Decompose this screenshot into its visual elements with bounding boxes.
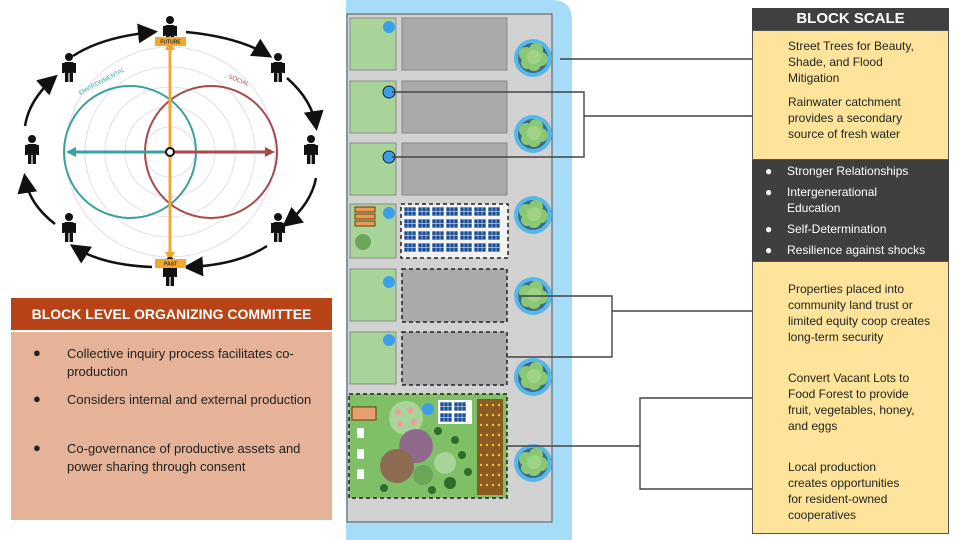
person-icon-west — [25, 135, 39, 164]
rain-barrel-icon — [383, 207, 395, 219]
street-tree-icon-1 — [514, 39, 552, 77]
committee-item-text: Co-governance of productive assets and p… — [67, 441, 301, 474]
committee-item-text: Considers internal and external producti… — [67, 392, 312, 407]
bullet: ● — [33, 345, 41, 360]
committee-title: BLOCK LEVEL ORGANIZING COMMITTEE — [11, 298, 332, 330]
rain-barrel-icon — [383, 276, 395, 288]
bullet: ● — [765, 243, 773, 257]
future-tag — [155, 37, 186, 46]
street-tree-icon-6 — [514, 444, 552, 482]
committee-body: ● Collective inquiry process facilitates… — [11, 332, 332, 520]
outcome-text: Self-Determination — [787, 222, 887, 236]
block-scale-title: BLOCK SCALE — [752, 8, 949, 30]
person-icon-east — [304, 135, 318, 164]
bullet: ● — [33, 391, 41, 406]
outcome-text: Stronger Relationships — [787, 164, 909, 178]
note-street-trees: Street Trees for Beauty, Shade, and Floo… — [788, 39, 914, 85]
block-plan — [346, 0, 572, 540]
person-icon-northwest — [62, 53, 76, 82]
bullet: ● — [765, 164, 773, 178]
past-label: PAST — [164, 262, 177, 268]
compass-diagram: ENVIRONMENTAL SOCIAL FUTURE — [17, 16, 324, 286]
connector-lines — [392, 58, 768, 490]
note-land-trust: Properties placed into community land tr… — [788, 282, 931, 344]
block-scale-top-box — [752, 30, 949, 160]
person-icon-northeast — [271, 53, 285, 82]
row-rain-3 — [349, 142, 508, 196]
person-icon-southeast — [271, 213, 285, 242]
row-land-trust-1 — [349, 268, 508, 323]
row-land-trust-2 — [349, 331, 508, 386]
cycle-arrows — [17, 23, 324, 277]
row-solar — [349, 203, 509, 259]
outcome-text: Intergenerational Education — [787, 185, 878, 215]
bullet: ● — [765, 185, 773, 199]
block-scale-bottom-box — [752, 261, 949, 534]
note-rainwater: Rainwater catchment provides a secondary… — [788, 95, 903, 141]
compass-center — [165, 147, 175, 157]
rain-barrel-icon — [383, 21, 395, 33]
street-tree-icon-5 — [514, 358, 552, 396]
block-scale-outcomes-box — [752, 160, 949, 261]
row-rain-2 — [349, 80, 508, 134]
street-tree-icon-2 — [514, 115, 552, 153]
note-food-forest: Convert Vacant Lots to Food Forest to pr… — [788, 371, 915, 433]
rain-barrel-icon — [422, 403, 434, 415]
past-tag — [155, 259, 186, 268]
social-label: SOCIAL — [227, 74, 250, 88]
street-tree-icon-3 — [514, 196, 552, 234]
bullet: ● — [33, 440, 41, 455]
outcome-text: Resilience against shocks — [787, 243, 926, 257]
row-rain-1 — [349, 17, 508, 71]
note-local-production: Local production creates opportunities f… — [788, 460, 900, 522]
bullet: ● — [765, 222, 773, 236]
garden-beds — [477, 399, 503, 495]
committee-item-text: Collective inquiry process facilitates c… — [67, 346, 294, 379]
future-label: FUTURE — [160, 40, 181, 46]
rain-barrel-icon — [383, 334, 395, 346]
person-icon-southwest — [62, 213, 76, 242]
food-forest — [348, 393, 508, 499]
